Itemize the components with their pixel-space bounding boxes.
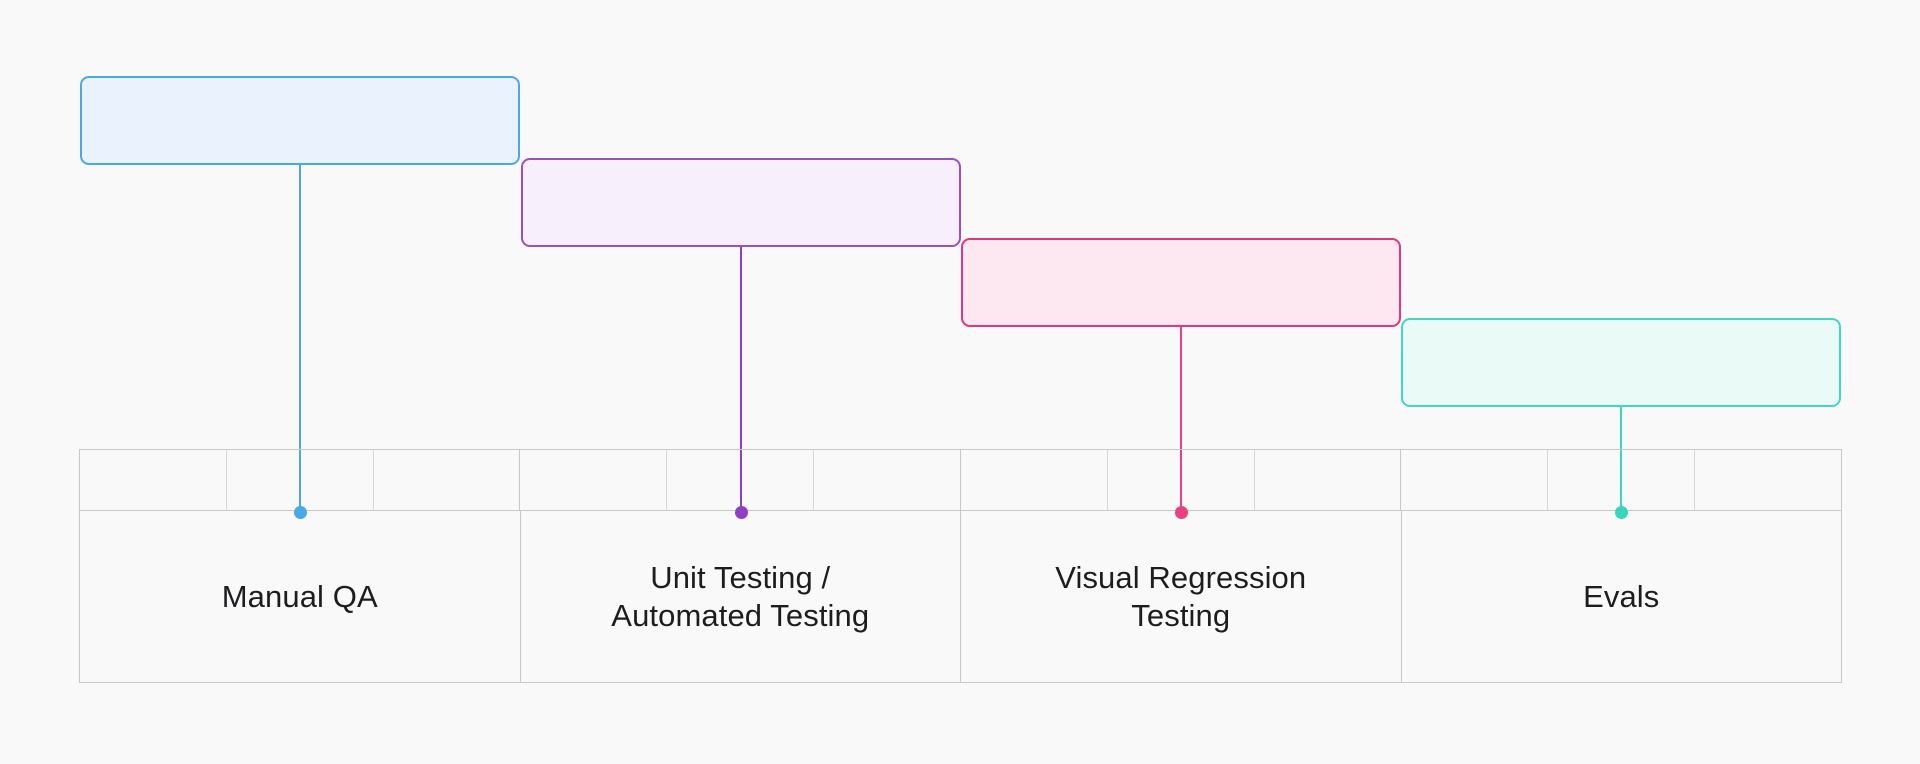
- tick-cell-11: [1548, 450, 1696, 510]
- tick-cell-5: [667, 450, 815, 510]
- tick-cell-9: [1255, 450, 1402, 510]
- phase-label-cell-4[interactable]: Evals: [1402, 511, 1842, 682]
- tick-cell-12: [1695, 450, 1842, 510]
- connector-dot-1[interactable]: [294, 506, 307, 519]
- tick-cell-3: [374, 450, 521, 510]
- phase-label-cell-1[interactable]: Manual QA: [80, 511, 521, 682]
- phase-box-3[interactable]: [961, 238, 1401, 327]
- connector-dot-2[interactable]: [735, 506, 748, 519]
- phase-label-text-1: Manual QA: [221, 578, 378, 614]
- phase-label-cell-2[interactable]: Unit Testing / Automated Testing: [521, 511, 961, 682]
- connector-dot-4[interactable]: [1615, 506, 1628, 519]
- tick-cell-10: [1401, 450, 1549, 510]
- connector-line-1: [299, 165, 301, 512]
- timeline-grid: Manual QA Unit Testing / Automated Testin…: [79, 449, 1842, 684]
- phase-label-text-2: Unit Testing / Automated Testing: [611, 559, 870, 633]
- connector-dot-3[interactable]: [1175, 506, 1188, 519]
- tick-cell-8: [1108, 450, 1255, 510]
- tick-cell-1: [80, 450, 227, 510]
- tick-cell-6: [814, 450, 961, 510]
- phase-box-4[interactable]: [1401, 318, 1841, 407]
- timeline-label-row: Manual QA Unit Testing / Automated Testin…: [79, 511, 1842, 683]
- phase-label-text-4: Evals: [1583, 578, 1660, 614]
- connector-line-3: [1180, 327, 1182, 512]
- phase-box-1[interactable]: [80, 76, 520, 165]
- tick-cell-2: [227, 450, 374, 510]
- timeline-tick-row: [79, 449, 1842, 511]
- phase-label-text-3: Visual Regression Testing: [1055, 559, 1307, 633]
- connector-line-4: [1620, 407, 1622, 512]
- phase-label-cell-3[interactable]: Visual Regression Testing: [961, 511, 1402, 682]
- tick-cell-4: [520, 450, 668, 510]
- tick-cell-7: [961, 450, 1108, 510]
- phase-box-2[interactable]: [521, 158, 961, 247]
- connector-line-2: [740, 247, 742, 512]
